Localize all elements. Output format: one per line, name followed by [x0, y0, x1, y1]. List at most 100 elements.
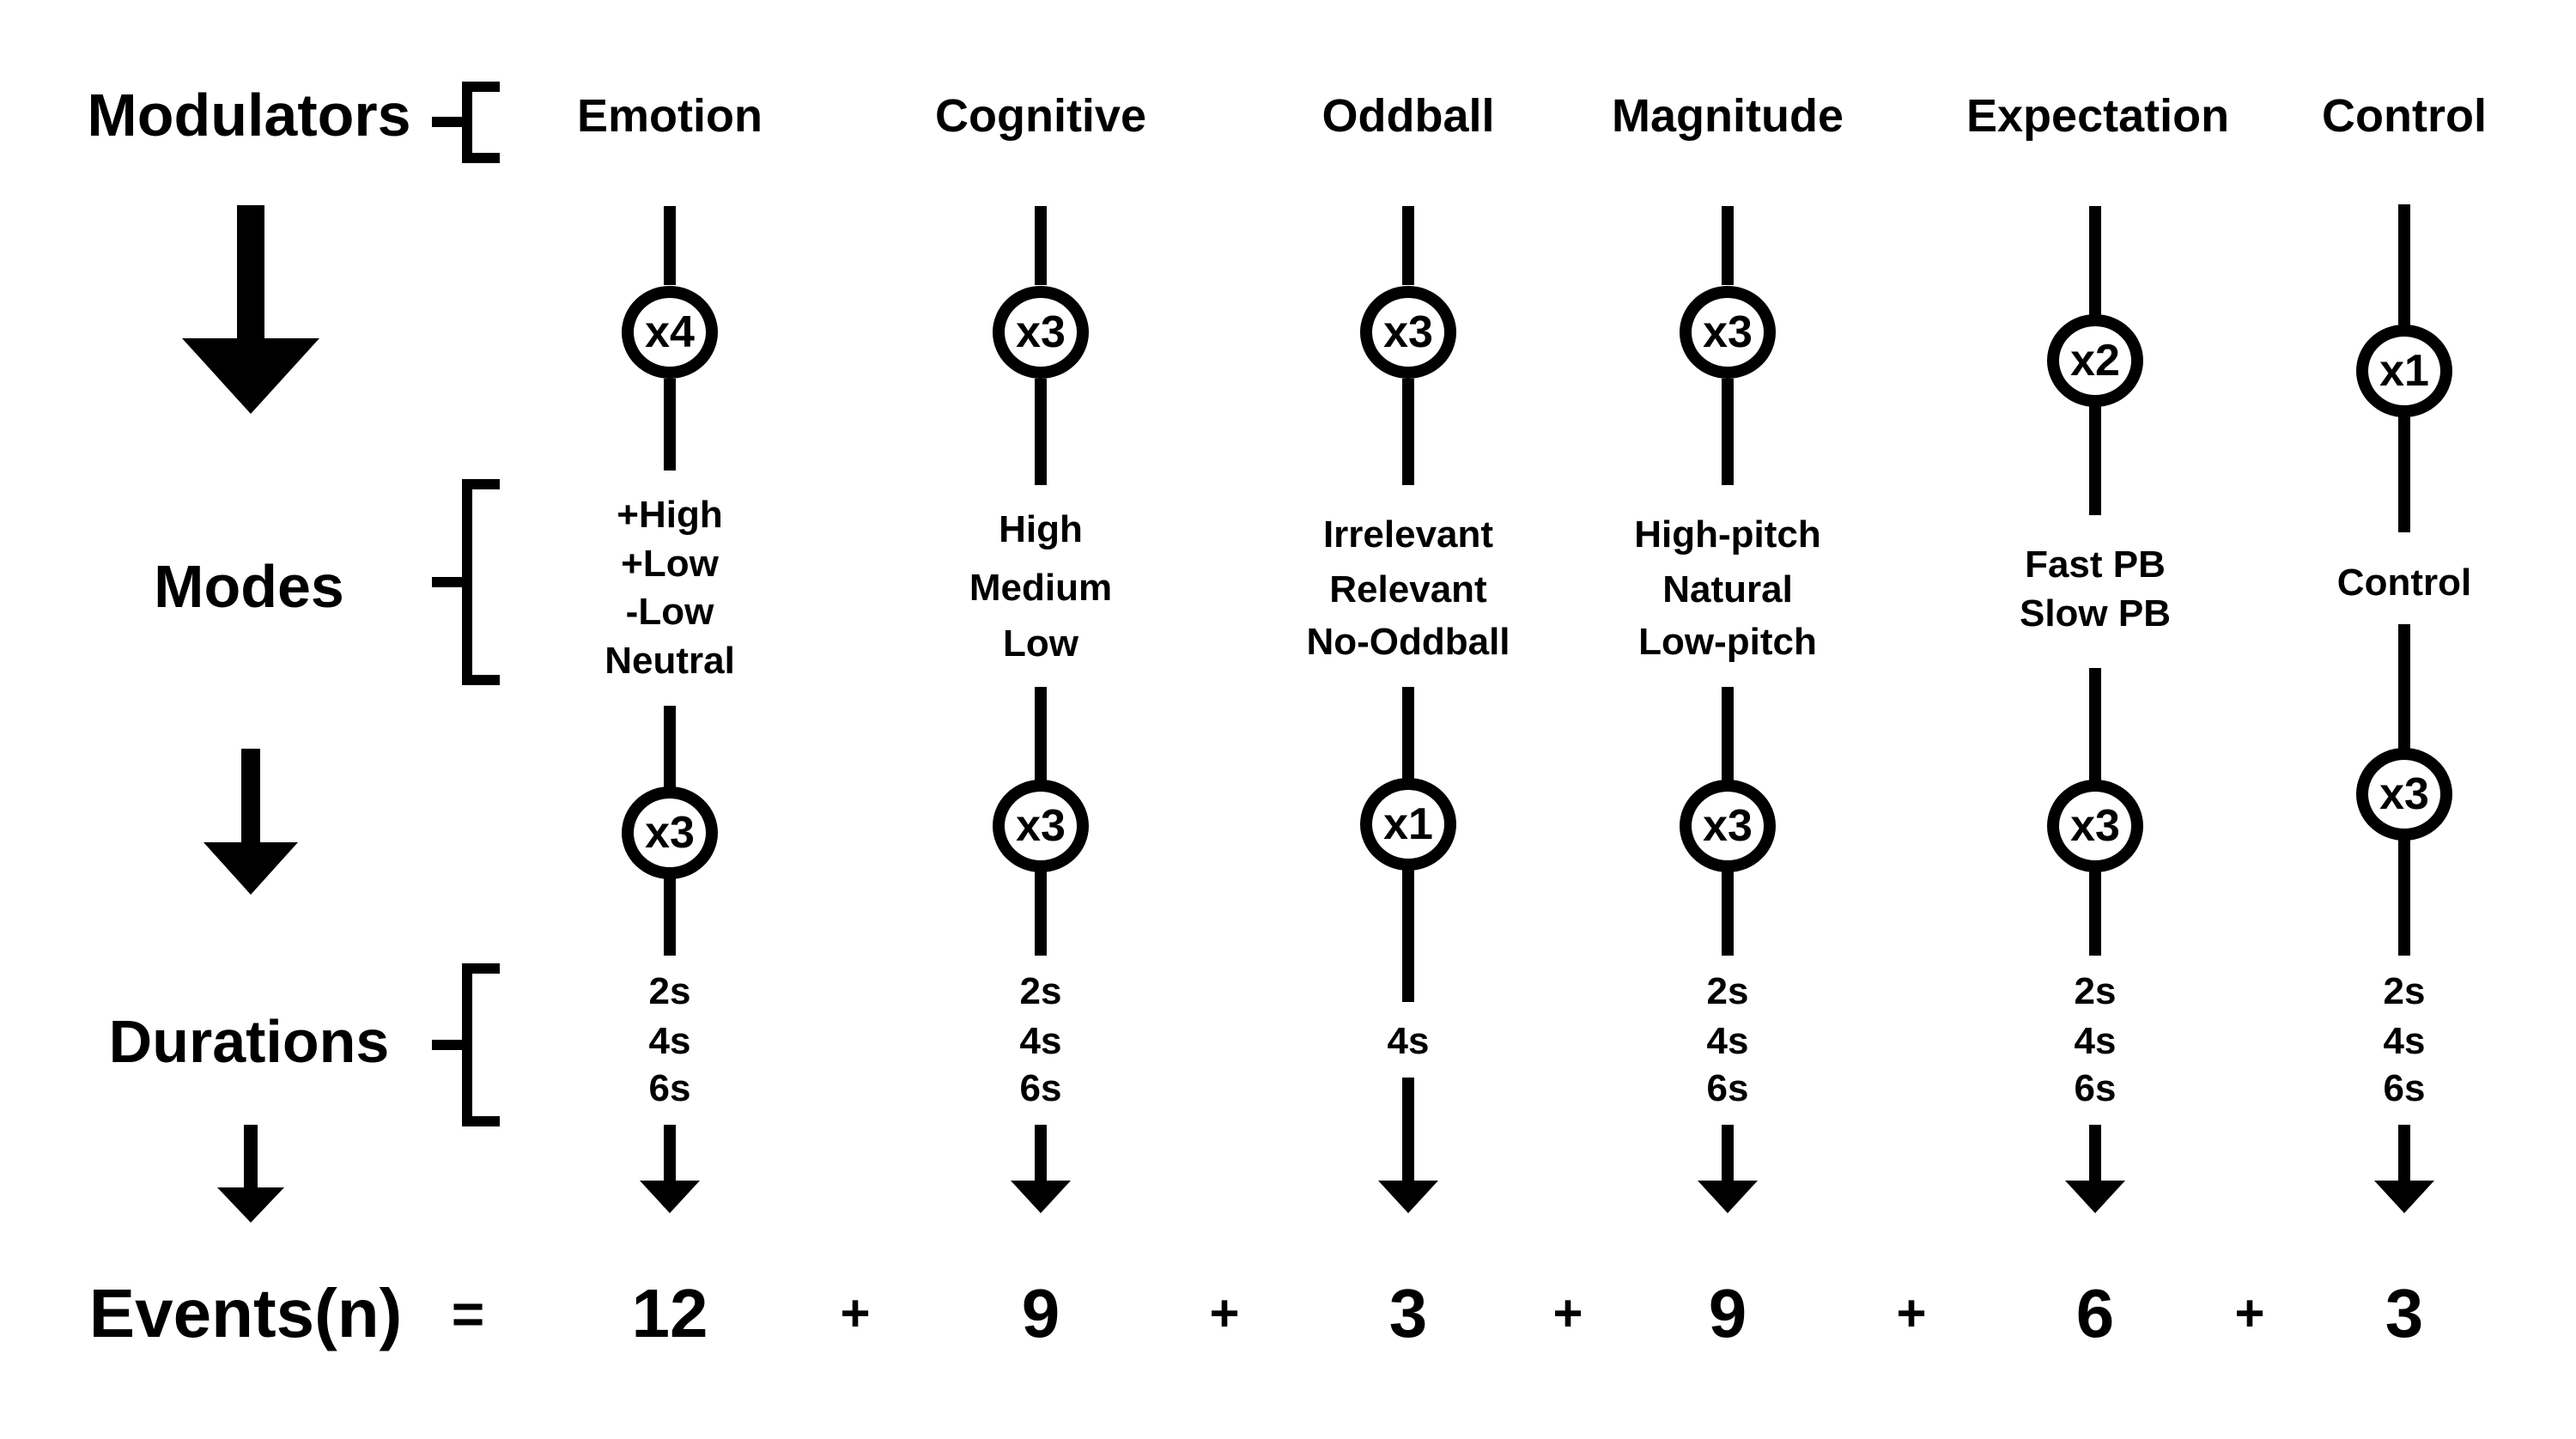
column-expectation: Expectation x2 Fast PB Slow PB x3 2s 4s …	[1966, 0, 2229, 1439]
column-header: Control	[2322, 90, 2487, 142]
down-arrow-icon	[640, 1181, 700, 1213]
column-line	[2089, 1125, 2101, 1181]
column-magnitude: Magnitude x3 High-pitch Natural Low-pitc…	[1599, 0, 1856, 1439]
column-line	[2398, 416, 2410, 532]
column-line	[1035, 379, 1047, 485]
column-line	[664, 1125, 676, 1181]
equals-sign: =	[451, 1282, 485, 1345]
column-line	[2398, 840, 2410, 956]
column-emotion: Emotion x4 +High +Low -Low Neutral x3 2s…	[541, 0, 799, 1439]
column-line	[664, 878, 676, 956]
column-line	[2089, 406, 2101, 515]
column-line	[2089, 871, 2101, 956]
duration-label: 4s	[1019, 1020, 1062, 1062]
plus-sign: +	[1896, 1284, 1927, 1342]
mode-label: Slow PB	[2019, 592, 2172, 634]
column-line	[2398, 624, 2410, 749]
multiplier-circle: x2	[2047, 314, 2143, 407]
event-count: 3	[2385, 1275, 2424, 1351]
column-line	[1402, 870, 1414, 1002]
duration-label: 2s	[1019, 970, 1062, 1012]
multiplier-circle: x1	[2356, 325, 2452, 417]
mode-label: -Low	[625, 591, 714, 633]
duration-label: 4s	[2074, 1020, 2117, 1062]
mode-label: Natural	[1662, 568, 1793, 610]
durations-bracket-dash	[432, 1040, 463, 1050]
column-line	[1722, 206, 1734, 285]
column-line	[664, 379, 676, 471]
mode-label: Neutral	[605, 640, 735, 682]
column-line	[1722, 871, 1734, 956]
down-arrow-icon	[2065, 1181, 2125, 1213]
duration-label: 6s	[2074, 1067, 2117, 1109]
column-line	[2398, 204, 2410, 325]
duration-label: 2s	[648, 970, 691, 1012]
duration-label: 2s	[2383, 970, 2426, 1012]
column-line	[1722, 379, 1734, 485]
multiplier-circle: x3	[622, 786, 718, 879]
duration-label: 4s	[2383, 1020, 2426, 1062]
modulators-bracket	[462, 82, 500, 163]
multiplier-circle: x1	[1360, 778, 1456, 871]
column-cognitive: Cognitive x3 High Medium Low x3 2s 4s 6s…	[912, 0, 1170, 1439]
modes-bracket-dash	[432, 577, 463, 587]
column-line	[664, 206, 676, 285]
column-line	[1402, 687, 1414, 779]
duration-label: 2s	[1706, 970, 1749, 1012]
column-control: Control x1 Control x3 2s 4s 6s 3	[2275, 0, 2533, 1439]
column-header: Oddball	[1321, 90, 1495, 142]
multiplier-circle: x4	[622, 286, 718, 379]
mode-label: Relevant	[1329, 568, 1487, 610]
mode-label: Low-pitch	[1638, 621, 1817, 663]
duration-label: 6s	[648, 1067, 691, 1109]
multiplier-circle: x3	[993, 286, 1089, 379]
mode-label: Fast PB	[2025, 543, 2166, 586]
column-line	[1722, 687, 1734, 780]
down-arrow-icon	[1378, 1181, 1438, 1213]
column-header: Cognitive	[934, 90, 1146, 142]
event-count: 9	[1021, 1275, 1060, 1351]
durations-label: Durations	[108, 1008, 390, 1075]
column-line	[1035, 687, 1047, 780]
duration-label: 4s	[1706, 1020, 1749, 1062]
plus-sign: +	[1552, 1284, 1583, 1342]
event-count: 9	[1708, 1275, 1747, 1351]
mode-label: Low	[1003, 622, 1078, 665]
mode-label: High-pitch	[1634, 513, 1821, 556]
mode-label: +Low	[621, 543, 719, 585]
mode-label: Irrelevant	[1322, 513, 1494, 556]
column-line	[2398, 1125, 2410, 1181]
event-count: 6	[2075, 1275, 2115, 1351]
multiplier-circle: x3	[2356, 748, 2452, 841]
column-line	[2089, 206, 2101, 315]
modulators-bracket-dash	[432, 117, 463, 127]
modes-bracket	[462, 479, 500, 685]
multiplier-circle: x3	[1680, 780, 1776, 872]
column-line	[1402, 206, 1414, 285]
column-line	[1035, 1125, 1047, 1181]
multiplier-circle: x3	[1360, 286, 1456, 379]
plus-sign: +	[840, 1284, 871, 1342]
duration-label: 4s	[1387, 1020, 1430, 1062]
duration-label: 2s	[2074, 970, 2117, 1012]
event-count: 12	[631, 1275, 708, 1351]
plus-sign: +	[2234, 1284, 2265, 1342]
column-line	[1722, 1125, 1734, 1181]
modulators-label: Modulators	[87, 82, 411, 149]
plus-sign: +	[1209, 1284, 1240, 1342]
column-line	[664, 706, 676, 787]
down-arrow-icon	[2374, 1181, 2434, 1213]
mode-label: No-Oddball	[1306, 621, 1510, 663]
duration-label: 4s	[648, 1020, 691, 1062]
multiplier-circle: x3	[1680, 286, 1776, 379]
column-line	[1035, 871, 1047, 956]
events-label: Events(n)	[88, 1275, 403, 1351]
column-line	[1035, 206, 1047, 285]
mode-label: High	[999, 508, 1083, 550]
multiplier-circle: x3	[993, 780, 1089, 872]
multiplier-circle: x3	[2047, 780, 2143, 872]
column-header: Emotion	[577, 90, 762, 142]
mode-label: Control	[2336, 562, 2472, 604]
down-arrow-icon	[1698, 1181, 1758, 1213]
